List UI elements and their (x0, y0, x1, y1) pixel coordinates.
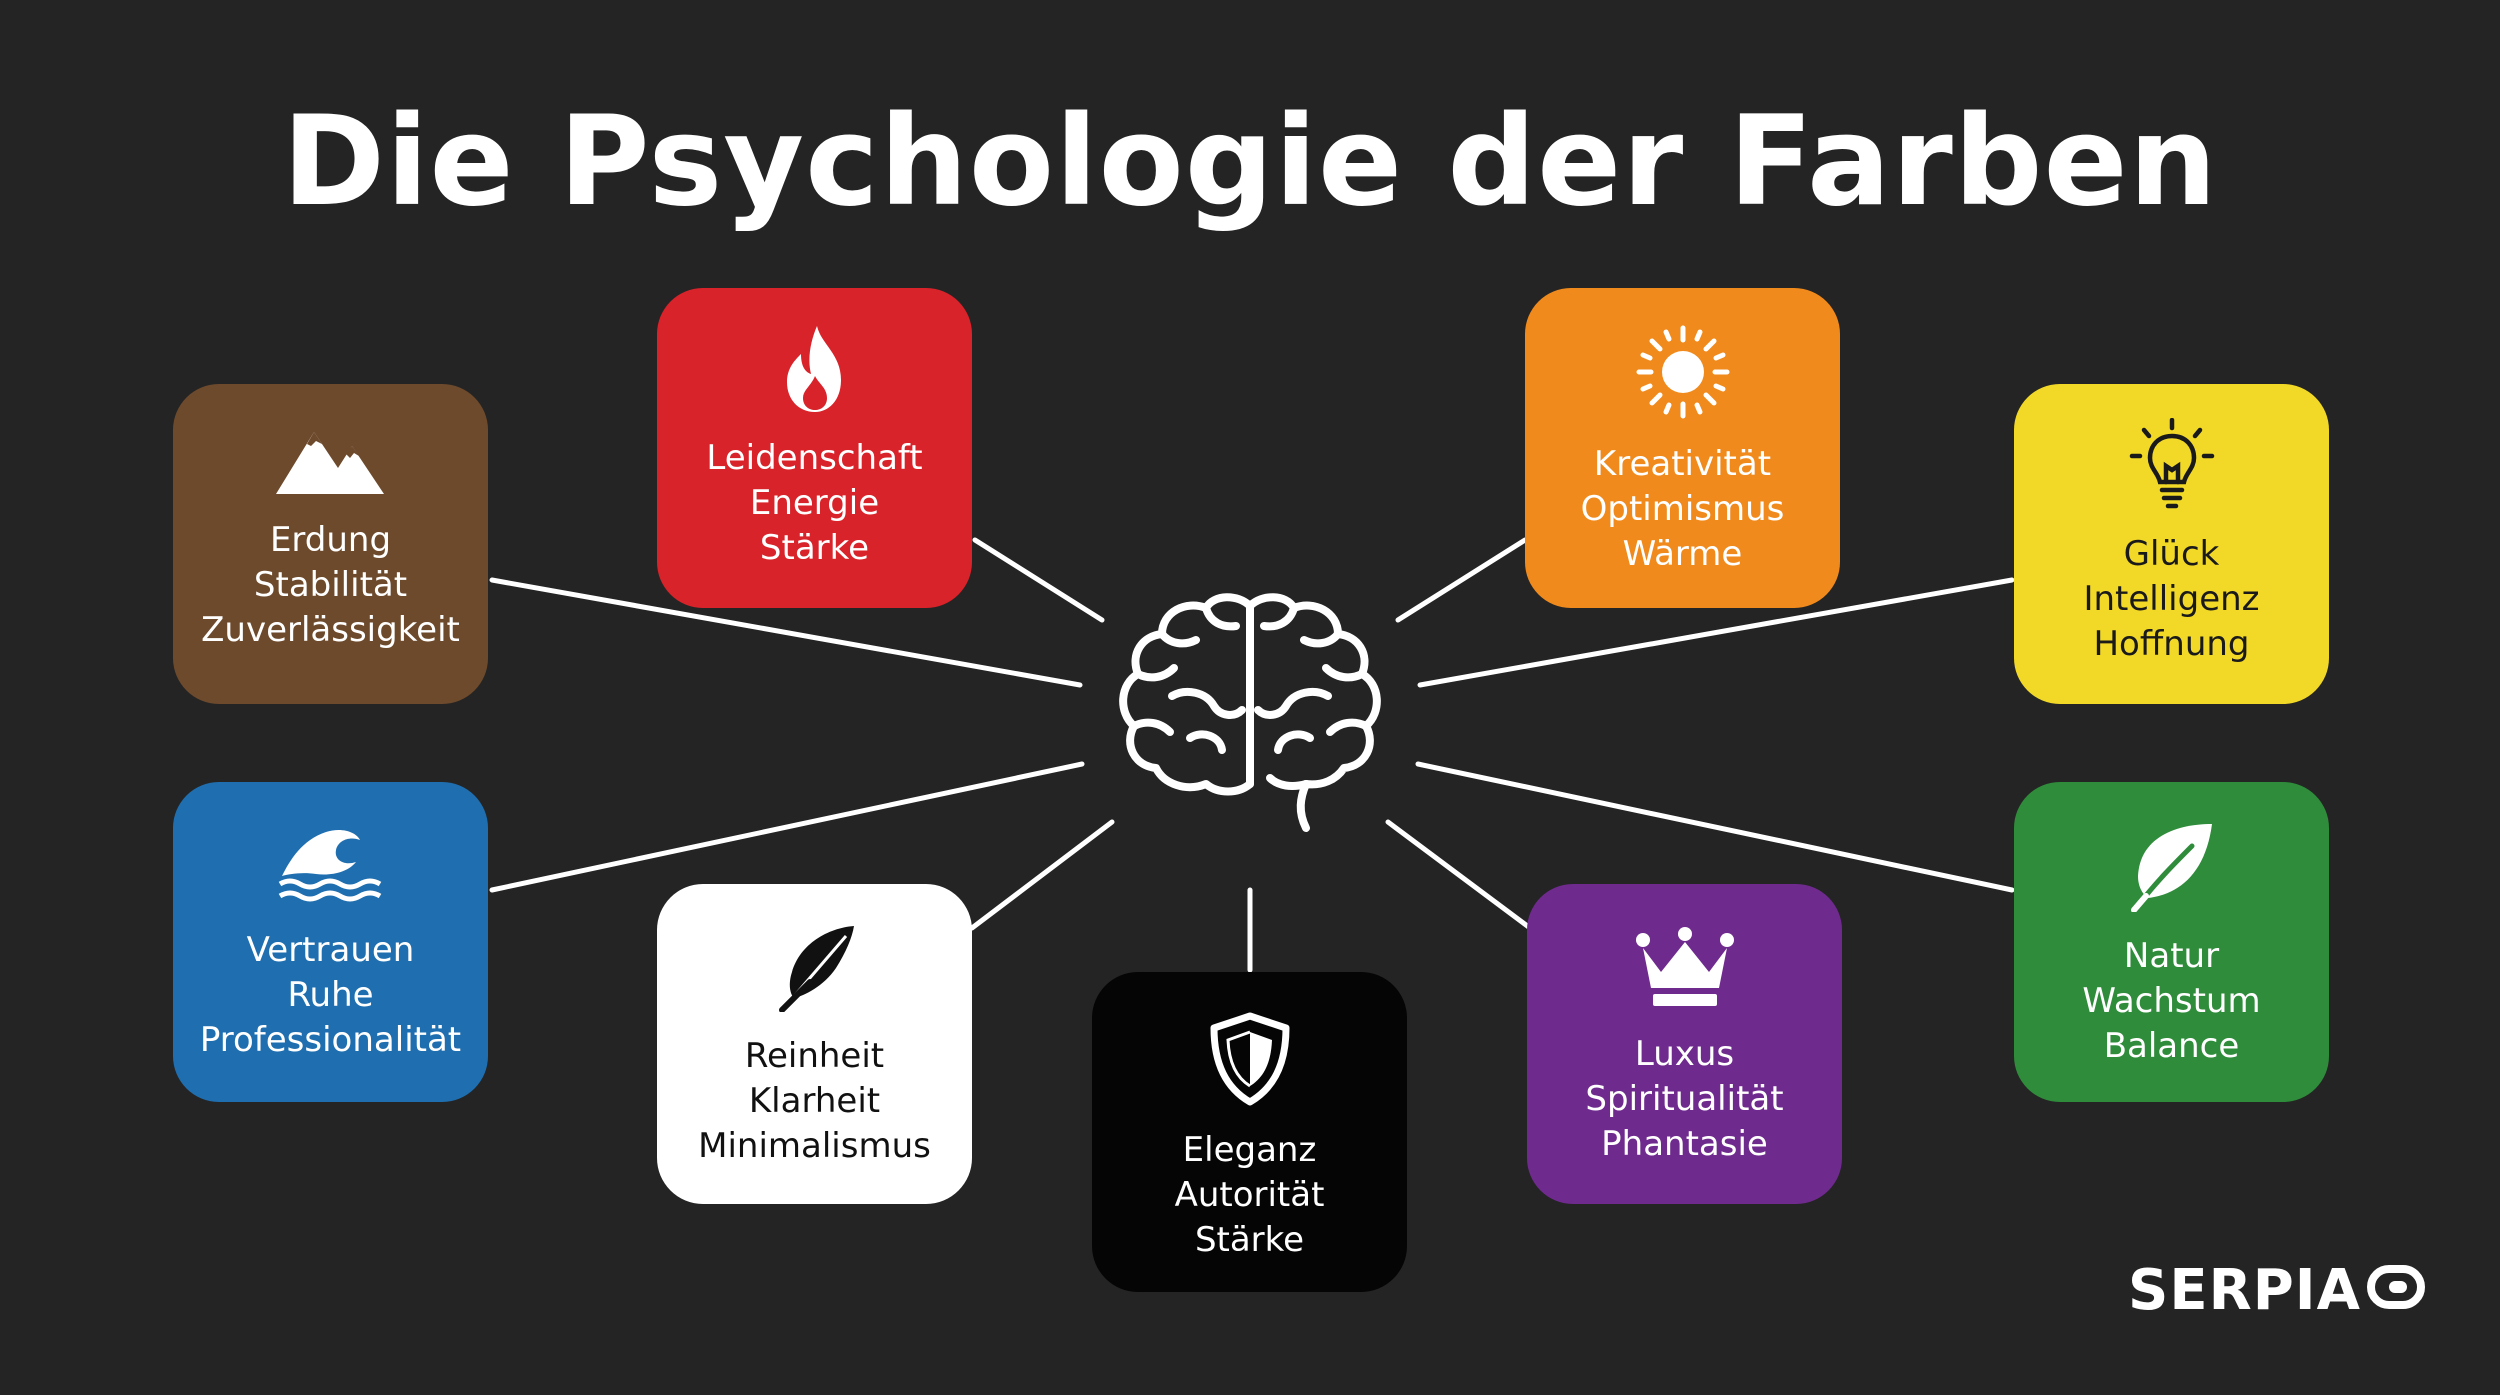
card-word: Leidenschaft (706, 438, 923, 478)
connector-red (972, 537, 1105, 623)
lightbulb-icon (2126, 418, 2218, 510)
connector-brown (489, 577, 1083, 688)
feather-icon (770, 922, 860, 1012)
serpia-logo: SERPIA (2128, 1258, 2425, 1323)
card-red: Leidenschaft Energie Stärke (657, 288, 972, 608)
card-word: Zuverlässigkeit (201, 610, 460, 650)
card-word: Minimalismus (698, 1126, 931, 1166)
card-green-text: Natur Wachstum Balance (2082, 934, 2260, 1069)
card-blue-text: Vertrauen Ruhe Professionalität (200, 928, 461, 1063)
card-word: Phantasie (1601, 1124, 1768, 1164)
card-word: Vertrauen (246, 930, 415, 970)
card-word: Klarheit (748, 1081, 881, 1121)
connector-blue (489, 761, 1085, 893)
logo-mark-icon (2366, 1258, 2425, 1323)
card-purple: Luxus Spiritualität Phantasie (1527, 884, 1842, 1204)
shield-icon (1208, 1012, 1292, 1106)
card-orange-text: Kreativität Optimismus Wärme (1581, 442, 1785, 577)
card-word: Erdung (269, 520, 392, 560)
card-yellow-text: Glück Intelligenz Hoffnung (2083, 532, 2259, 667)
card-black-text: Eleganz Autorität Stärke (1175, 1128, 1325, 1263)
card-word: Hoffnung (2093, 624, 2250, 664)
leaf-icon (2126, 820, 2218, 912)
card-word: Intelligenz (2083, 579, 2260, 619)
connector-yellow (1417, 577, 2015, 688)
card-brown: Erdung Stabilität Zuverlässigkeit (173, 384, 488, 704)
card-word: Reinheit (744, 1036, 885, 1076)
logo-text: SERPIA (2128, 1258, 2361, 1323)
card-word: Luxus (1634, 1034, 1735, 1074)
card-word: Stärke (1194, 1220, 1305, 1260)
flame-icon (775, 324, 855, 414)
card-word: Stärke (759, 528, 870, 568)
sun-icon (1635, 324, 1731, 420)
brain-icon (1110, 588, 1390, 842)
card-word: Energie (749, 483, 880, 523)
connector-white (969, 819, 1115, 931)
card-word: Stabilität (253, 565, 408, 605)
card-black: Eleganz Autorität Stärke (1092, 972, 1407, 1292)
card-yellow: Glück Intelligenz Hoffnung (2014, 384, 2329, 704)
card-word: Ruhe (287, 975, 374, 1015)
page-title: Die Psychologie der Farben (282, 90, 2218, 234)
card-red-text: Leidenschaft Energie Stärke (706, 436, 922, 571)
wave-icon (276, 824, 386, 906)
card-green: Natur Wachstum Balance (2014, 782, 2329, 1102)
card-word: Professionalität (199, 1020, 462, 1060)
card-word: Wärme (1622, 534, 1743, 574)
card-blue: Vertrauen Ruhe Professionalität (173, 782, 488, 1102)
card-word: Optimismus (1580, 489, 1785, 529)
card-purple-text: Luxus Spiritualität Phantasie (1585, 1032, 1783, 1167)
connector-green (1415, 761, 2015, 893)
card-word: Autorität (1174, 1175, 1325, 1215)
card-orange: Kreativität Optimismus Wärme (1525, 288, 1840, 608)
card-white-text: Reinheit Klarheit Minimalismus (698, 1034, 931, 1169)
card-word: Balance (2103, 1026, 2240, 1066)
connector-purple (1385, 819, 1533, 931)
card-word: Natur (2123, 936, 2220, 976)
mountain-icon (275, 420, 386, 496)
connector-orange (1395, 537, 1528, 623)
crown-icon (1635, 926, 1735, 1010)
card-word: Eleganz (1182, 1130, 1317, 1170)
card-word: Kreativität (1593, 444, 1772, 484)
card-word: Spiritualität (1585, 1079, 1784, 1119)
card-word: Glück (2123, 534, 2220, 574)
card-word: Wachstum (2082, 981, 2261, 1021)
card-white: Reinheit Klarheit Minimalismus (657, 884, 972, 1204)
card-brown-text: Erdung Stabilität Zuverlässigkeit (201, 518, 460, 653)
